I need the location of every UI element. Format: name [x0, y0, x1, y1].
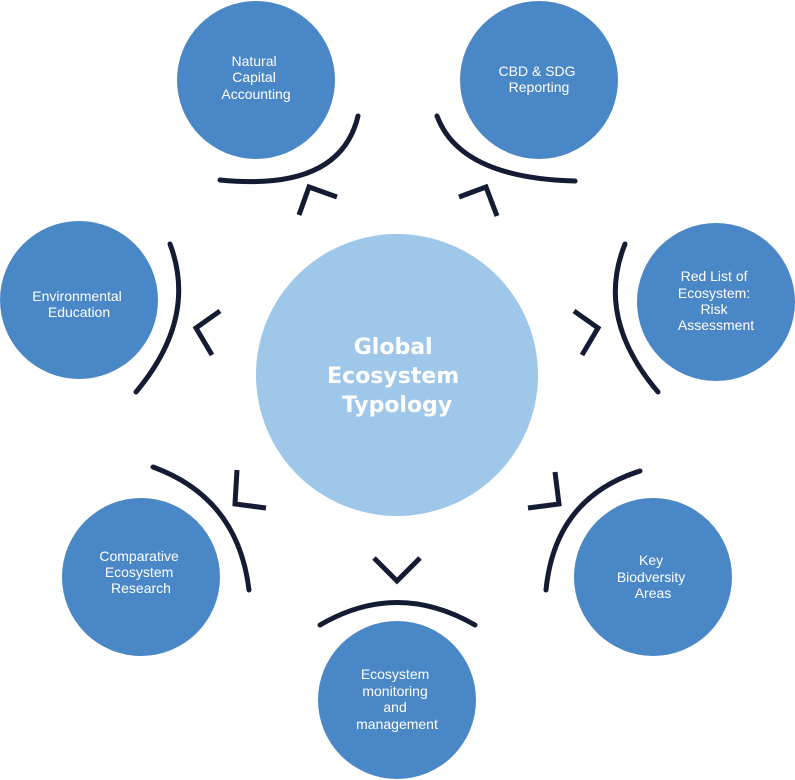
node-environmental-education: Environmental Education: [0, 221, 222, 395]
node-label: Comparative Ecosystem Research: [99, 548, 182, 596]
node-label-line: and: [383, 699, 406, 715]
node-cbd-sdg-reporting: CBD & SDG Reporting: [434, 1, 618, 217]
center-title-line: Ecosystem: [327, 364, 459, 389]
connector-arc: [612, 241, 661, 395]
node-label-line: Accounting: [221, 86, 290, 102]
node-label: Natural Capital Accounting: [221, 53, 290, 102]
node-label: Key Biodversity Areas: [617, 552, 689, 601]
node-label-line: Biodversity: [617, 569, 685, 585]
node-key-biodiversity-areas: Key Biodversity Areas: [527, 468, 732, 656]
chevron-arrow-icon: [527, 471, 562, 511]
chevron-arrow-icon: [296, 183, 338, 216]
node-label-line: Capital: [232, 69, 276, 85]
node-circle: [177, 1, 335, 159]
connector-arc: [217, 113, 361, 185]
node-circle: [637, 223, 795, 381]
node-label: Environmental Education: [32, 288, 125, 320]
center-circle: [256, 234, 538, 516]
node-label: Red List of Ecosystem: Risk Assessment: [678, 268, 754, 333]
connector-arc: [133, 241, 182, 395]
node-label-line: Ecosystem: [361, 666, 429, 682]
node-label-line: Comparative: [99, 548, 179, 564]
connector-arc: [434, 113, 578, 184]
connector-arc: [317, 600, 478, 628]
node-label-line: Areas: [635, 585, 672, 601]
node-red-list-of-ecosystems: Red List of Ecosystem: Risk Assessment: [572, 223, 795, 395]
node-circle: [574, 498, 732, 656]
node-label-line: Reporting: [509, 79, 570, 95]
node-label-line: Natural: [231, 53, 276, 69]
chevron-arrow-icon: [232, 469, 267, 511]
node-comparative-ecosystem-research: Comparative Ecosystem Research: [62, 464, 267, 656]
node-label-line: Environmental: [32, 288, 122, 304]
node-label-line: Key: [639, 552, 663, 568]
chevron-arrow-icon: [372, 556, 422, 585]
chevron-arrow-icon: [572, 308, 602, 357]
node-natural-capital-accounting: Natural Capital Accounting: [177, 1, 361, 216]
node-circle: [62, 498, 220, 656]
chevron-arrow-icon: [458, 183, 500, 217]
connector-arc: [150, 464, 252, 593]
node-circle: [0, 221, 158, 379]
node-label: Ecosystem monitoring and management: [356, 666, 438, 732]
node-label-line: Research: [111, 580, 171, 596]
node-label-line: monitoring: [362, 683, 427, 699]
node-label-line: management: [356, 716, 438, 732]
node-label-line: CBD & SDG: [499, 63, 576, 79]
node-label-line: Assessment: [678, 317, 754, 333]
node-circle: [318, 621, 476, 779]
connector-arc: [543, 468, 643, 593]
node-label-line: Ecosystem:: [678, 285, 750, 301]
chevron-arrow-icon: [192, 308, 222, 357]
node-label-line: Risk: [700, 301, 728, 317]
center-title: Global Ecosystem Typology: [327, 335, 467, 418]
center-hub: Global Ecosystem Typology: [256, 234, 538, 516]
node-label-line: Education: [48, 304, 110, 320]
node-circle: [460, 1, 618, 159]
node-label: CBD & SDG Reporting: [499, 63, 580, 95]
center-title-line: Global: [354, 335, 433, 360]
node-label-line: Ecosystem: [105, 564, 173, 580]
node-label-line: Red List of: [681, 268, 748, 284]
center-title-line: Typology: [342, 393, 452, 418]
node-ecosystem-monitoring: Ecosystem monitoring and management: [317, 556, 478, 779]
